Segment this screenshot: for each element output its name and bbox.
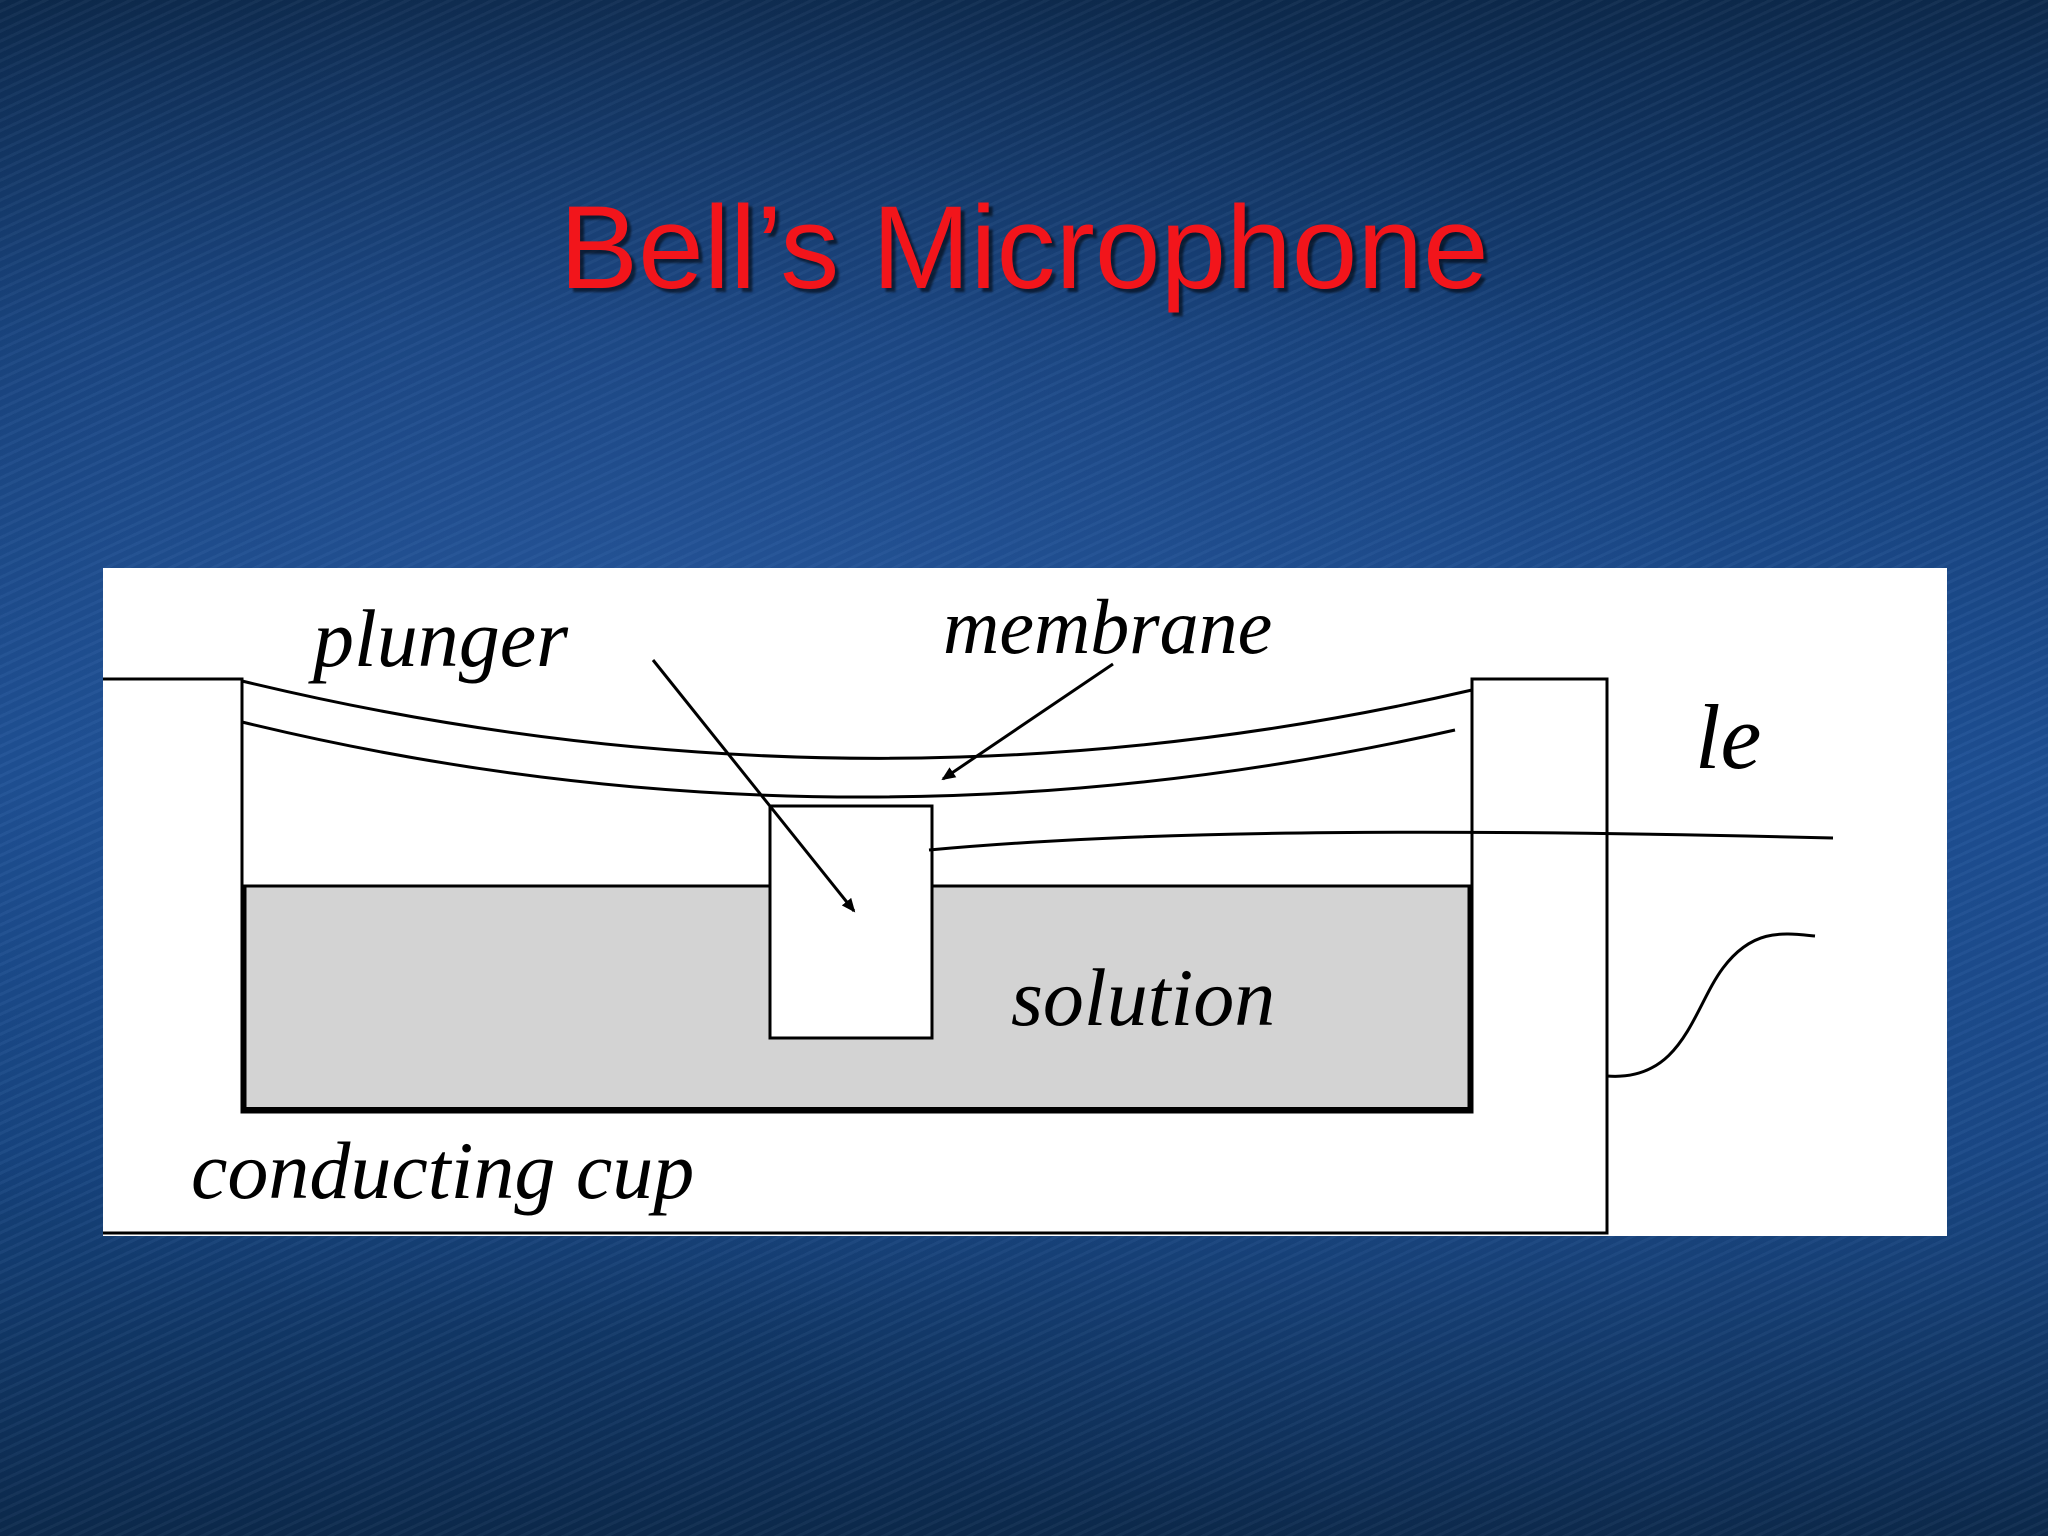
membrane <box>241 679 1473 799</box>
diagram-panel: plunger membrane le solution conducting … <box>103 568 1947 1236</box>
cup-wire <box>1606 932 1816 1078</box>
plunger <box>768 804 934 1040</box>
label-le: le <box>1695 686 1761 788</box>
label-plunger: plunger <box>308 593 569 684</box>
plunger-arrow <box>651 659 856 913</box>
plunger-wire <box>928 830 1834 852</box>
label-conducting-cup: conducting cup <box>191 1125 694 1216</box>
slide-title: Bell’s Microphone <box>559 182 1489 314</box>
bell-microphone-diagram: plunger membrane le solution conducting … <box>103 583 1834 1235</box>
membrane-arrow <box>941 662 1114 781</box>
conducting-cup <box>103 677 1609 1235</box>
label-solution: solution <box>1011 952 1275 1043</box>
label-membrane: membrane <box>943 583 1272 670</box>
